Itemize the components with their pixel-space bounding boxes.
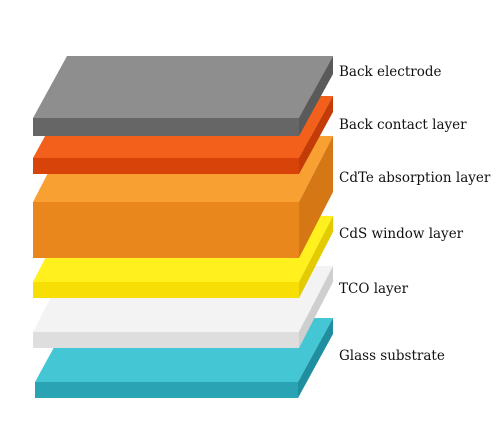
glass-substrate-side-face [298,318,333,398]
tco-front-face [33,332,299,348]
layer-back-electrode [33,56,333,136]
label-cdte-absorption-layer: CdTe absorption layer [339,170,491,186]
label-back-contact-layer: Back contact layer [339,117,467,133]
label-cds-window-layer: CdS window layer [339,226,464,242]
cdte-absorption-side-face [299,136,333,258]
label-glass-substrate: Glass substrate [339,348,445,364]
cdte-absorption-front-face [33,202,299,258]
back-contact-side-face [299,96,333,174]
label-tco-layer: TCO layer [339,281,409,297]
back-electrode-front-face [33,118,299,136]
glass-substrate-front-face [35,382,298,398]
back-contact-front-face [33,158,299,174]
cds-window-front-face [33,282,299,298]
cds-window-side-face [299,216,333,298]
back-electrode-side-face [299,56,333,136]
tco-side-face [299,266,333,348]
back-electrode-top-face [33,56,333,118]
label-back-electrode: Back electrode [339,64,442,80]
